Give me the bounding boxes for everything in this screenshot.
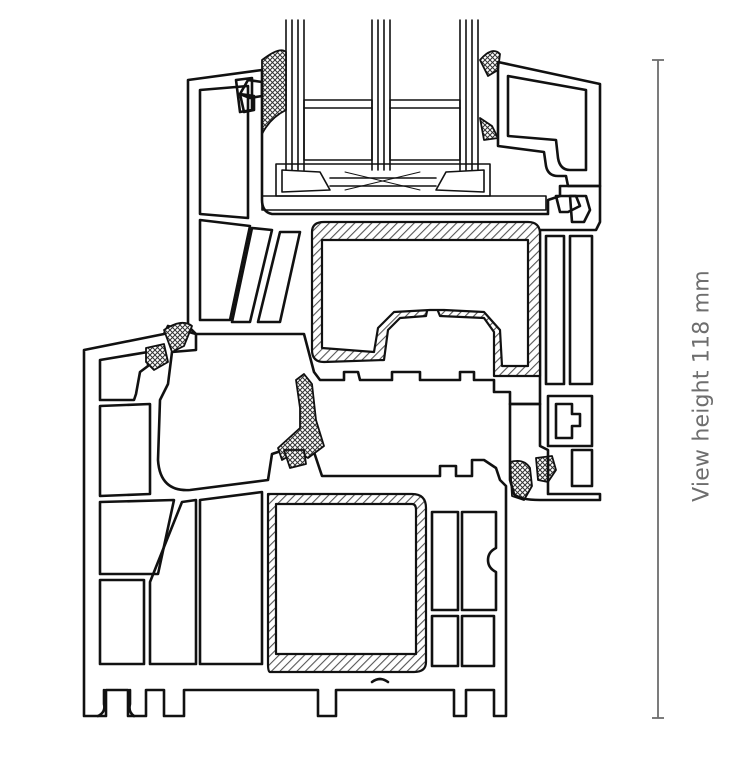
- glazing-unit: [261, 19, 547, 211]
- sash-lower-lip: [508, 402, 602, 502]
- sash-profile: [186, 60, 602, 488]
- dimension-label: View height 118 mm: [689, 270, 715, 502]
- gasket-seals: [145, 321, 557, 501]
- glazing-gasket-left: [261, 49, 501, 141]
- dimension-line: [652, 59, 664, 719]
- frame-profile: [82, 324, 508, 718]
